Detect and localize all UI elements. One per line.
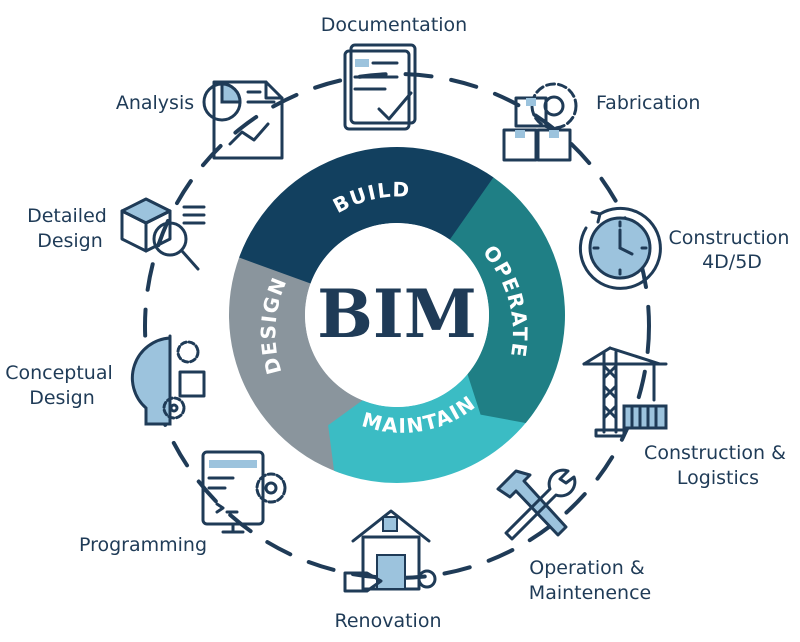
stage-label-renovation: Renovation [335, 610, 442, 632]
stage-label-construction-4d5d: Construction 4D/5D [668, 227, 795, 273]
documentation-icon [343, 43, 417, 131]
stage-label-fabrication: Fabrication [596, 92, 700, 114]
center-disc [305, 223, 489, 407]
cycle-segment-operate [445, 172, 565, 423]
cycle-segment-design [228, 231, 366, 473]
stage-label-conceptual-design: Conceptual Design [5, 362, 119, 409]
center-label: BIM [317, 275, 477, 353]
computer-gear-icon [201, 450, 287, 534]
cube-magnifier-icon [120, 197, 206, 271]
fabrication-icon [502, 82, 578, 162]
stage-label-detailed-design: Detailed Design [27, 205, 113, 252]
stage-label-operation-maintenance: Operation & Maintenence [529, 557, 651, 604]
cycle-segment-build [239, 147, 494, 284]
stage-label-analysis: Analysis [116, 92, 194, 114]
house-renovation-icon [343, 509, 437, 593]
stage-label-construction-logistics: Construction & Logistics [644, 442, 792, 489]
stage-label-documentation: Documentation [321, 14, 467, 36]
construction-4d5d-clock-icon [578, 206, 662, 290]
stage-label-programming: Programming [79, 534, 207, 556]
bim-cycle-ring [228, 147, 565, 483]
analysis-chart-icon [202, 80, 284, 160]
hammer-wrench-icon [496, 468, 577, 541]
crane-icon [582, 346, 668, 438]
head-gears-icon [130, 334, 206, 426]
stage-labels: Documentation Fabrication Construction 4… [5, 14, 795, 632]
